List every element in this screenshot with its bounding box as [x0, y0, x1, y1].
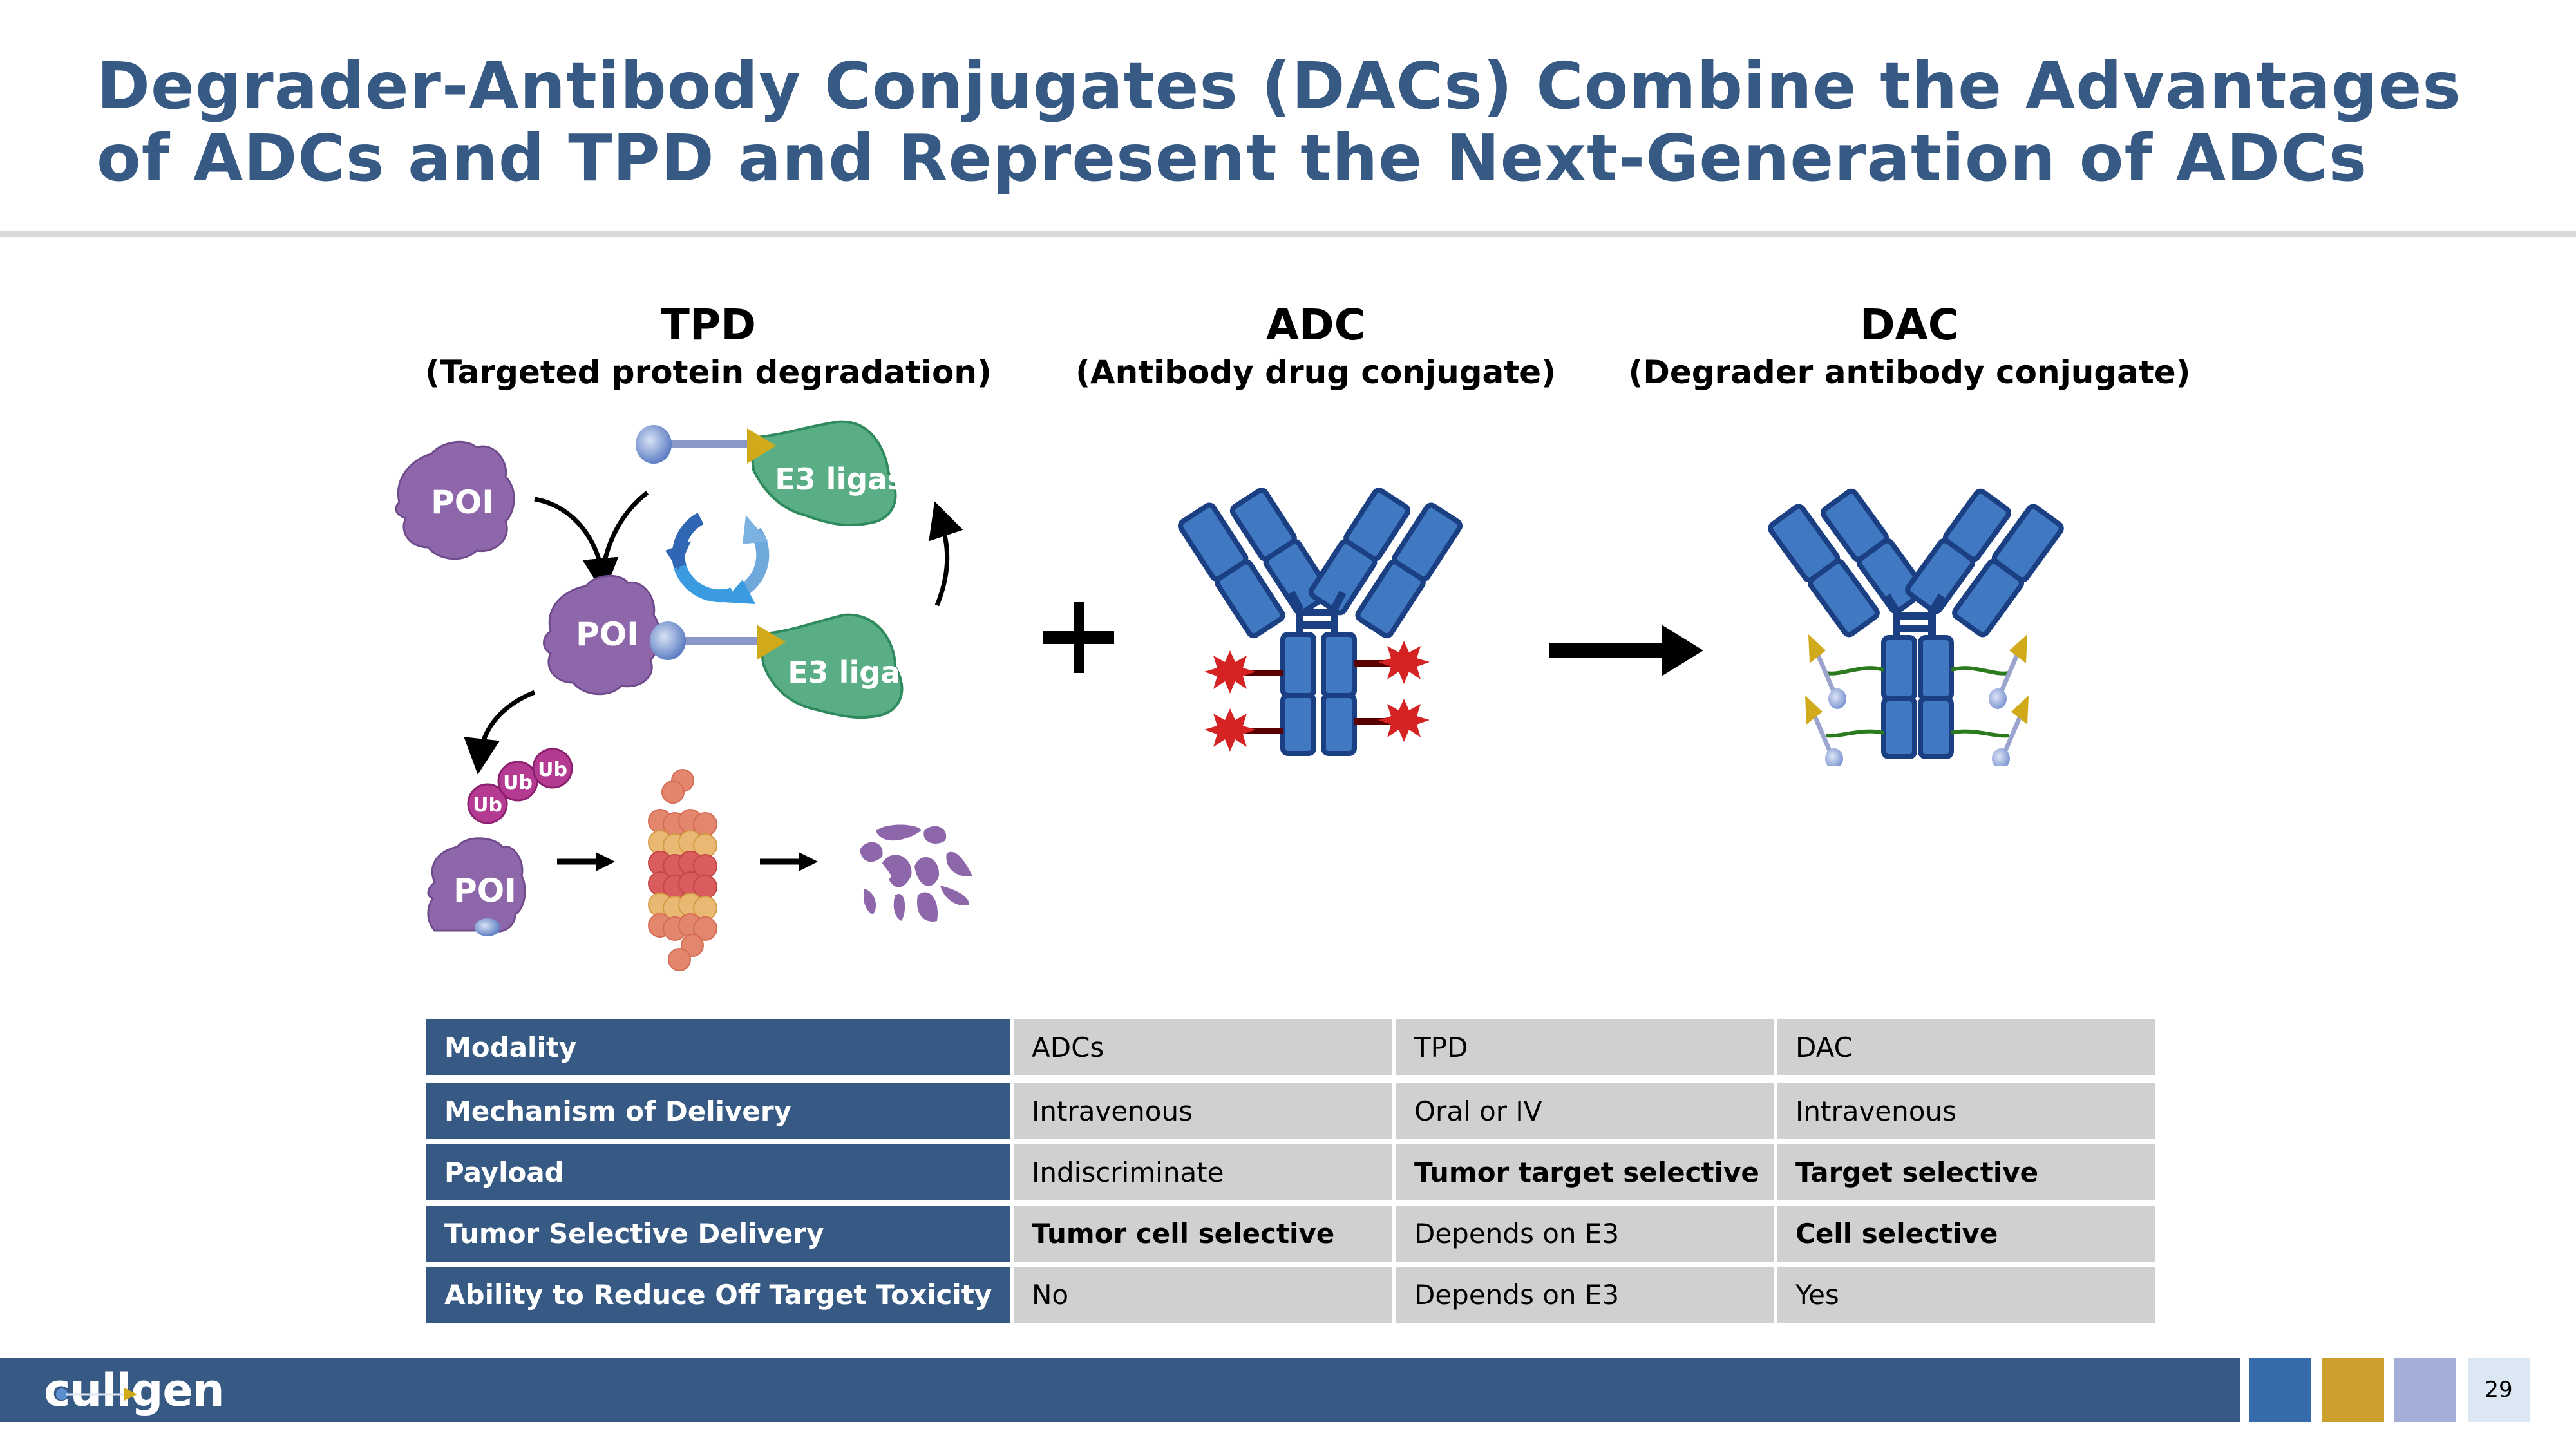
column-heading-adc: ADC (Antibody drug conjugate) [994, 299, 1638, 392]
dac-antibody-diagram [1768, 488, 2064, 766]
poi-protein-icon: POI [395, 440, 515, 560]
proteasome-icon [648, 769, 717, 971]
company-logo: cullgen [44, 1364, 225, 1417]
cell-dac: Target selective [1777, 1144, 2155, 1200]
cell-adc: Indiscriminate [1014, 1144, 1392, 1200]
row-label: Ability to Reduce Off Target Toxicity [426, 1267, 1010, 1323]
arrow-right-icon [1549, 625, 1703, 676]
cell-dac: Intravenous [1777, 1083, 2155, 1139]
footer-square-blue [2249, 1358, 2311, 1422]
e3-ligase-icon: E3 ligase [747, 420, 925, 527]
poi-protein-icon: POI [543, 574, 661, 696]
footer-square-lavender [2394, 1358, 2456, 1422]
comparison-table: Modality ADCs TPD DAC Mechanism of Deliv… [426, 1019, 2155, 1328]
tpd-mechanism-diagram: POI E3 ligase POI E3 ligase [395, 420, 972, 971]
page-number-text: 29 [2485, 1377, 2513, 1403]
antibody-icon [1177, 488, 1463, 756]
title-divider [0, 231, 2576, 237]
logo-linker-icon [56, 1388, 137, 1401]
column-heading-tpd: TPD (Targeted protein degradation) [386, 299, 1030, 392]
e3-ligase-icon: E3 ligase [757, 613, 938, 719]
cell-adc: ADCs [1014, 1019, 1392, 1075]
cell-tpd: Depends on E3 [1396, 1267, 1774, 1323]
cytotoxic-payload-icon [1204, 641, 1430, 752]
row-label: Mechanism of Delivery [426, 1083, 1010, 1139]
page-number: 29 [2468, 1358, 2530, 1422]
ub-label: Ub [473, 794, 502, 817]
arrow-protac-binding [600, 491, 649, 577]
cell-tpd: Depends on E3 [1396, 1206, 1774, 1262]
row-label: Modality [426, 1019, 1010, 1075]
cell-dac: DAC [1777, 1019, 2155, 1075]
cell-adc: Tumor cell selective [1014, 1206, 1392, 1262]
ubiquitin-icon: Ub Ub Ub [467, 748, 573, 824]
ternary-complex-icon [650, 621, 760, 660]
subheading-dac: (Degrader antibody conjugate) [1628, 354, 2191, 391]
peptide-fragments-icon [860, 824, 972, 922]
adc-antibody-diagram [1177, 488, 1463, 756]
poi-protein-icon: POI [427, 837, 526, 936]
poi-label: POI [576, 616, 639, 653]
footer-square-gold [2322, 1358, 2384, 1422]
table-row: Modality ADCs TPD DAC [426, 1019, 2155, 1075]
arrow-right-icon [557, 852, 615, 871]
cell-adc: Intravenous [1014, 1083, 1392, 1139]
heading-tpd: TPD [660, 300, 757, 350]
cell-dac: Cell selective [1777, 1206, 2155, 1262]
slide-title-line-1: Degrader-Antibody Conjugates (DACs) Comb… [97, 48, 2461, 124]
row-label: Payload [426, 1144, 1010, 1200]
e3-ligase-label: E3 ligase [775, 462, 925, 497]
cell-tpd: TPD [1396, 1019, 1774, 1075]
arrow-poi-binding [534, 497, 619, 594]
poi-label: POI [431, 484, 494, 521]
table-row: Tumor Selective Delivery Tumor cell sele… [426, 1206, 2155, 1262]
plus-icon [1043, 602, 1114, 673]
cell-dac: Yes [1777, 1267, 2155, 1323]
table-row: Ability to Reduce Off Target Toxicity No… [426, 1267, 2155, 1323]
e3-ligase-label: E3 ligase [788, 655, 938, 690]
slide-title: Degrader-Antibody Conjugates (DACs) Comb… [97, 50, 2544, 194]
column-heading-dac: DAC (Degrader antibody conjugate) [1587, 299, 2231, 392]
arrow-ubiquitination [464, 690, 536, 775]
ub-label: Ub [538, 759, 567, 781]
table-row: Mechanism of Delivery Intravenous Oral o… [426, 1083, 2155, 1139]
heading-adc: ADC [1265, 300, 1366, 350]
poi-label: POI [453, 872, 516, 909]
row-label: Tumor Selective Delivery [426, 1206, 1010, 1262]
cell-tpd: Oral or IV [1396, 1083, 1774, 1139]
cell-adc: No [1014, 1267, 1392, 1323]
table-row: Payload Indiscriminate Tumor target sele… [426, 1144, 2155, 1200]
arrow-recycle-e3 [929, 501, 963, 607]
heading-dac: DAC [1859, 300, 1960, 350]
slide-title-line-2: of ADCs and TPD and Represent the Next-G… [97, 120, 2368, 196]
cell-tpd: Tumor target selective [1396, 1144, 1774, 1200]
footer-bar [0, 1358, 2240, 1422]
subheading-tpd: (Targeted protein degradation) [425, 354, 992, 391]
degrader-payload-icon [1805, 634, 2029, 766]
ub-label: Ub [503, 772, 533, 794]
arrow-right-icon [760, 852, 818, 871]
subheading-adc: (Antibody drug conjugate) [1075, 354, 1556, 391]
protac-molecule-icon [636, 425, 750, 464]
logo-text: cullgen [44, 1364, 225, 1417]
antibody-icon [1768, 488, 2064, 759]
recycle-arrows-icon [665, 513, 770, 604]
